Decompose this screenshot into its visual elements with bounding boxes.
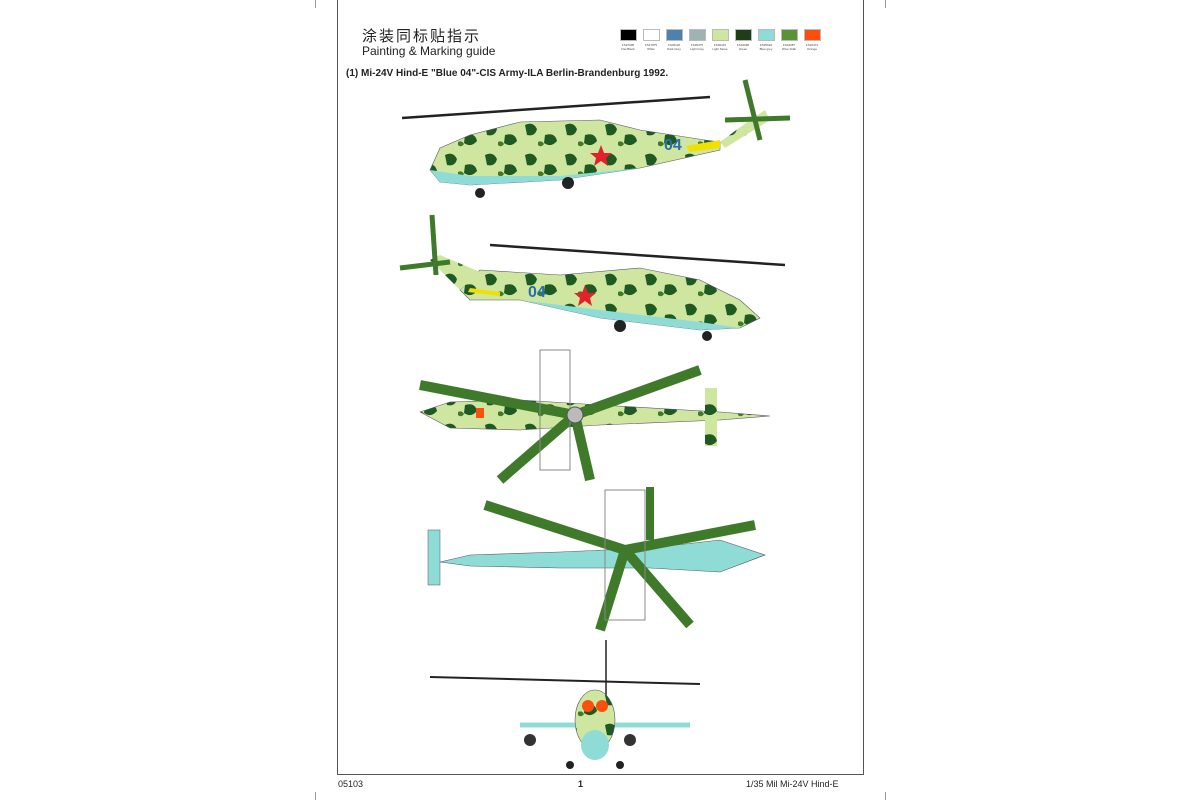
swatch-color <box>712 29 729 41</box>
top-view <box>419 349 771 484</box>
swatch-color <box>643 29 660 41</box>
crop-mark <box>885 792 886 800</box>
swatch-code: FS32473 <box>805 43 819 47</box>
bottom-view <box>427 487 766 632</box>
swatch-color <box>735 29 752 41</box>
page-frame <box>337 0 864 775</box>
title-chinese: 涂装同标贴指示 <box>362 27 482 45</box>
crop-mark <box>885 0 886 8</box>
swatch-name: Olive Drab <box>781 47 797 51</box>
kit-name: 1/35 Mil Mi-24V Hind-E <box>746 779 839 789</box>
swatch-color <box>781 29 798 41</box>
swatch-name: Dark Grey <box>667 47 681 51</box>
swatch-code: FS34087 <box>782 43 796 47</box>
kit-number: 05103 <box>338 779 364 789</box>
swatch-name: Blue grey <box>759 47 773 51</box>
swatch-code: FS34098 <box>736 43 750 47</box>
swatch-color <box>804 29 821 41</box>
swatch-color <box>758 29 775 41</box>
swatch-code: FS37038 <box>621 43 635 47</box>
scheme-title: (1) Mi-24V Hind-E "Blue 04"-CIS Army-ILA… <box>346 68 669 79</box>
tail-number-marking: 04 <box>528 284 546 301</box>
red-star-marking <box>590 145 612 166</box>
swatch-color <box>689 29 706 41</box>
swatch-name: Green <box>738 47 748 51</box>
crop-mark <box>315 792 316 800</box>
tail-number-marking: 04 <box>664 137 682 154</box>
swatch-color <box>620 29 637 41</box>
swatch-code: FS36118 <box>668 43 680 47</box>
front-view <box>429 640 701 769</box>
swatch-color <box>666 29 683 41</box>
crop-mark <box>315 0 316 8</box>
title-english: Painting & Marking guide <box>362 44 496 58</box>
swatch-name: Orange <box>806 47 817 51</box>
swatch-name: White <box>647 47 655 51</box>
swatch-code: FS36375 <box>690 43 704 47</box>
swatch-name: Light Grey <box>690 47 704 51</box>
swatch-code: FS17875 <box>644 43 658 47</box>
red-star-marking <box>574 285 596 306</box>
swatch-code: FS35622 <box>759 43 773 47</box>
swatch-name: Light Stone <box>712 47 728 51</box>
swatch-code: FS36415 <box>713 43 727 47</box>
side-view-right: 04 <box>399 214 786 341</box>
page-number: 1 <box>578 779 584 789</box>
swatch-name: Flat Black <box>621 47 635 51</box>
side-view-left: 04 <box>401 79 791 198</box>
